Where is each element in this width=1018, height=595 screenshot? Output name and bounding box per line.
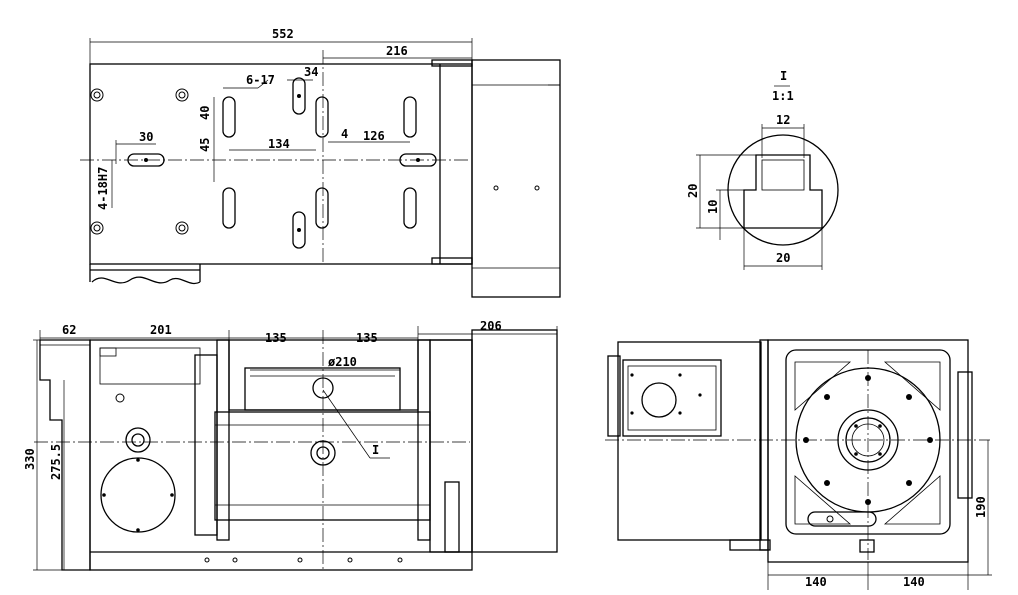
dim-216: 216 <box>386 44 408 58</box>
dim-4: 4 <box>341 127 348 141</box>
dim-330: 330 <box>23 448 37 470</box>
top-view: 552 216 34 6-17 40 45 30 134 4 126 4-18H… <box>80 27 561 298</box>
dim-134: 134 <box>268 137 290 151</box>
top-view-motor <box>471 59 561 298</box>
front-drum <box>214 411 431 521</box>
detail-tslot <box>743 154 823 229</box>
dim-190: 190 <box>974 496 988 518</box>
slot <box>399 153 437 167</box>
dim-140-left: 140 <box>805 575 827 589</box>
slot <box>292 211 306 249</box>
dim-552: 552 <box>272 27 294 41</box>
top-view-body <box>89 63 473 265</box>
dim-126: 126 <box>363 129 385 143</box>
slot <box>403 187 417 229</box>
dim-206: 206 <box>480 319 502 333</box>
dim-30: 30 <box>139 130 153 144</box>
dim-135-left: 135 <box>265 331 287 345</box>
front-view: I 62 201 135 135 206 ø210 330 275.5 <box>23 319 558 572</box>
slot <box>222 187 236 229</box>
slot <box>315 187 329 229</box>
dim-135-right: 135 <box>356 331 378 345</box>
detail-view: I 1:1 12 20 10 20 <box>686 69 839 270</box>
detail-label: I <box>780 69 787 83</box>
slot <box>222 96 236 138</box>
dim-62: 62 <box>62 323 76 337</box>
slot <box>292 77 306 115</box>
dim-275-5: 275.5 <box>49 444 63 480</box>
dim-diameter-210: ø210 <box>328 355 357 369</box>
front-motor <box>471 329 558 553</box>
dim-6-17: 6-17 <box>246 73 275 87</box>
detail-scale: 1:1 <box>772 89 794 103</box>
detail-callout: I <box>372 443 379 457</box>
dim-140-right: 140 <box>903 575 925 589</box>
dim-34: 34 <box>304 65 318 79</box>
side-view: 140 140 190 <box>605 339 992 590</box>
dim-201: 201 <box>150 323 172 337</box>
front-table <box>244 367 401 411</box>
slot <box>315 96 329 138</box>
dim-20-width: 20 <box>776 251 790 265</box>
slot <box>403 96 417 138</box>
dim-40: 40 <box>198 106 212 120</box>
side-motor <box>617 341 762 541</box>
front-view-body <box>89 339 473 571</box>
slot <box>127 153 165 167</box>
dim-10: 10 <box>706 200 720 214</box>
dim-4-18H7: 4-18H7 <box>96 167 110 210</box>
dim-45: 45 <box>198 138 212 152</box>
front-flange <box>100 457 176 533</box>
dim-20-height: 20 <box>686 184 700 198</box>
dim-12: 12 <box>776 113 790 127</box>
